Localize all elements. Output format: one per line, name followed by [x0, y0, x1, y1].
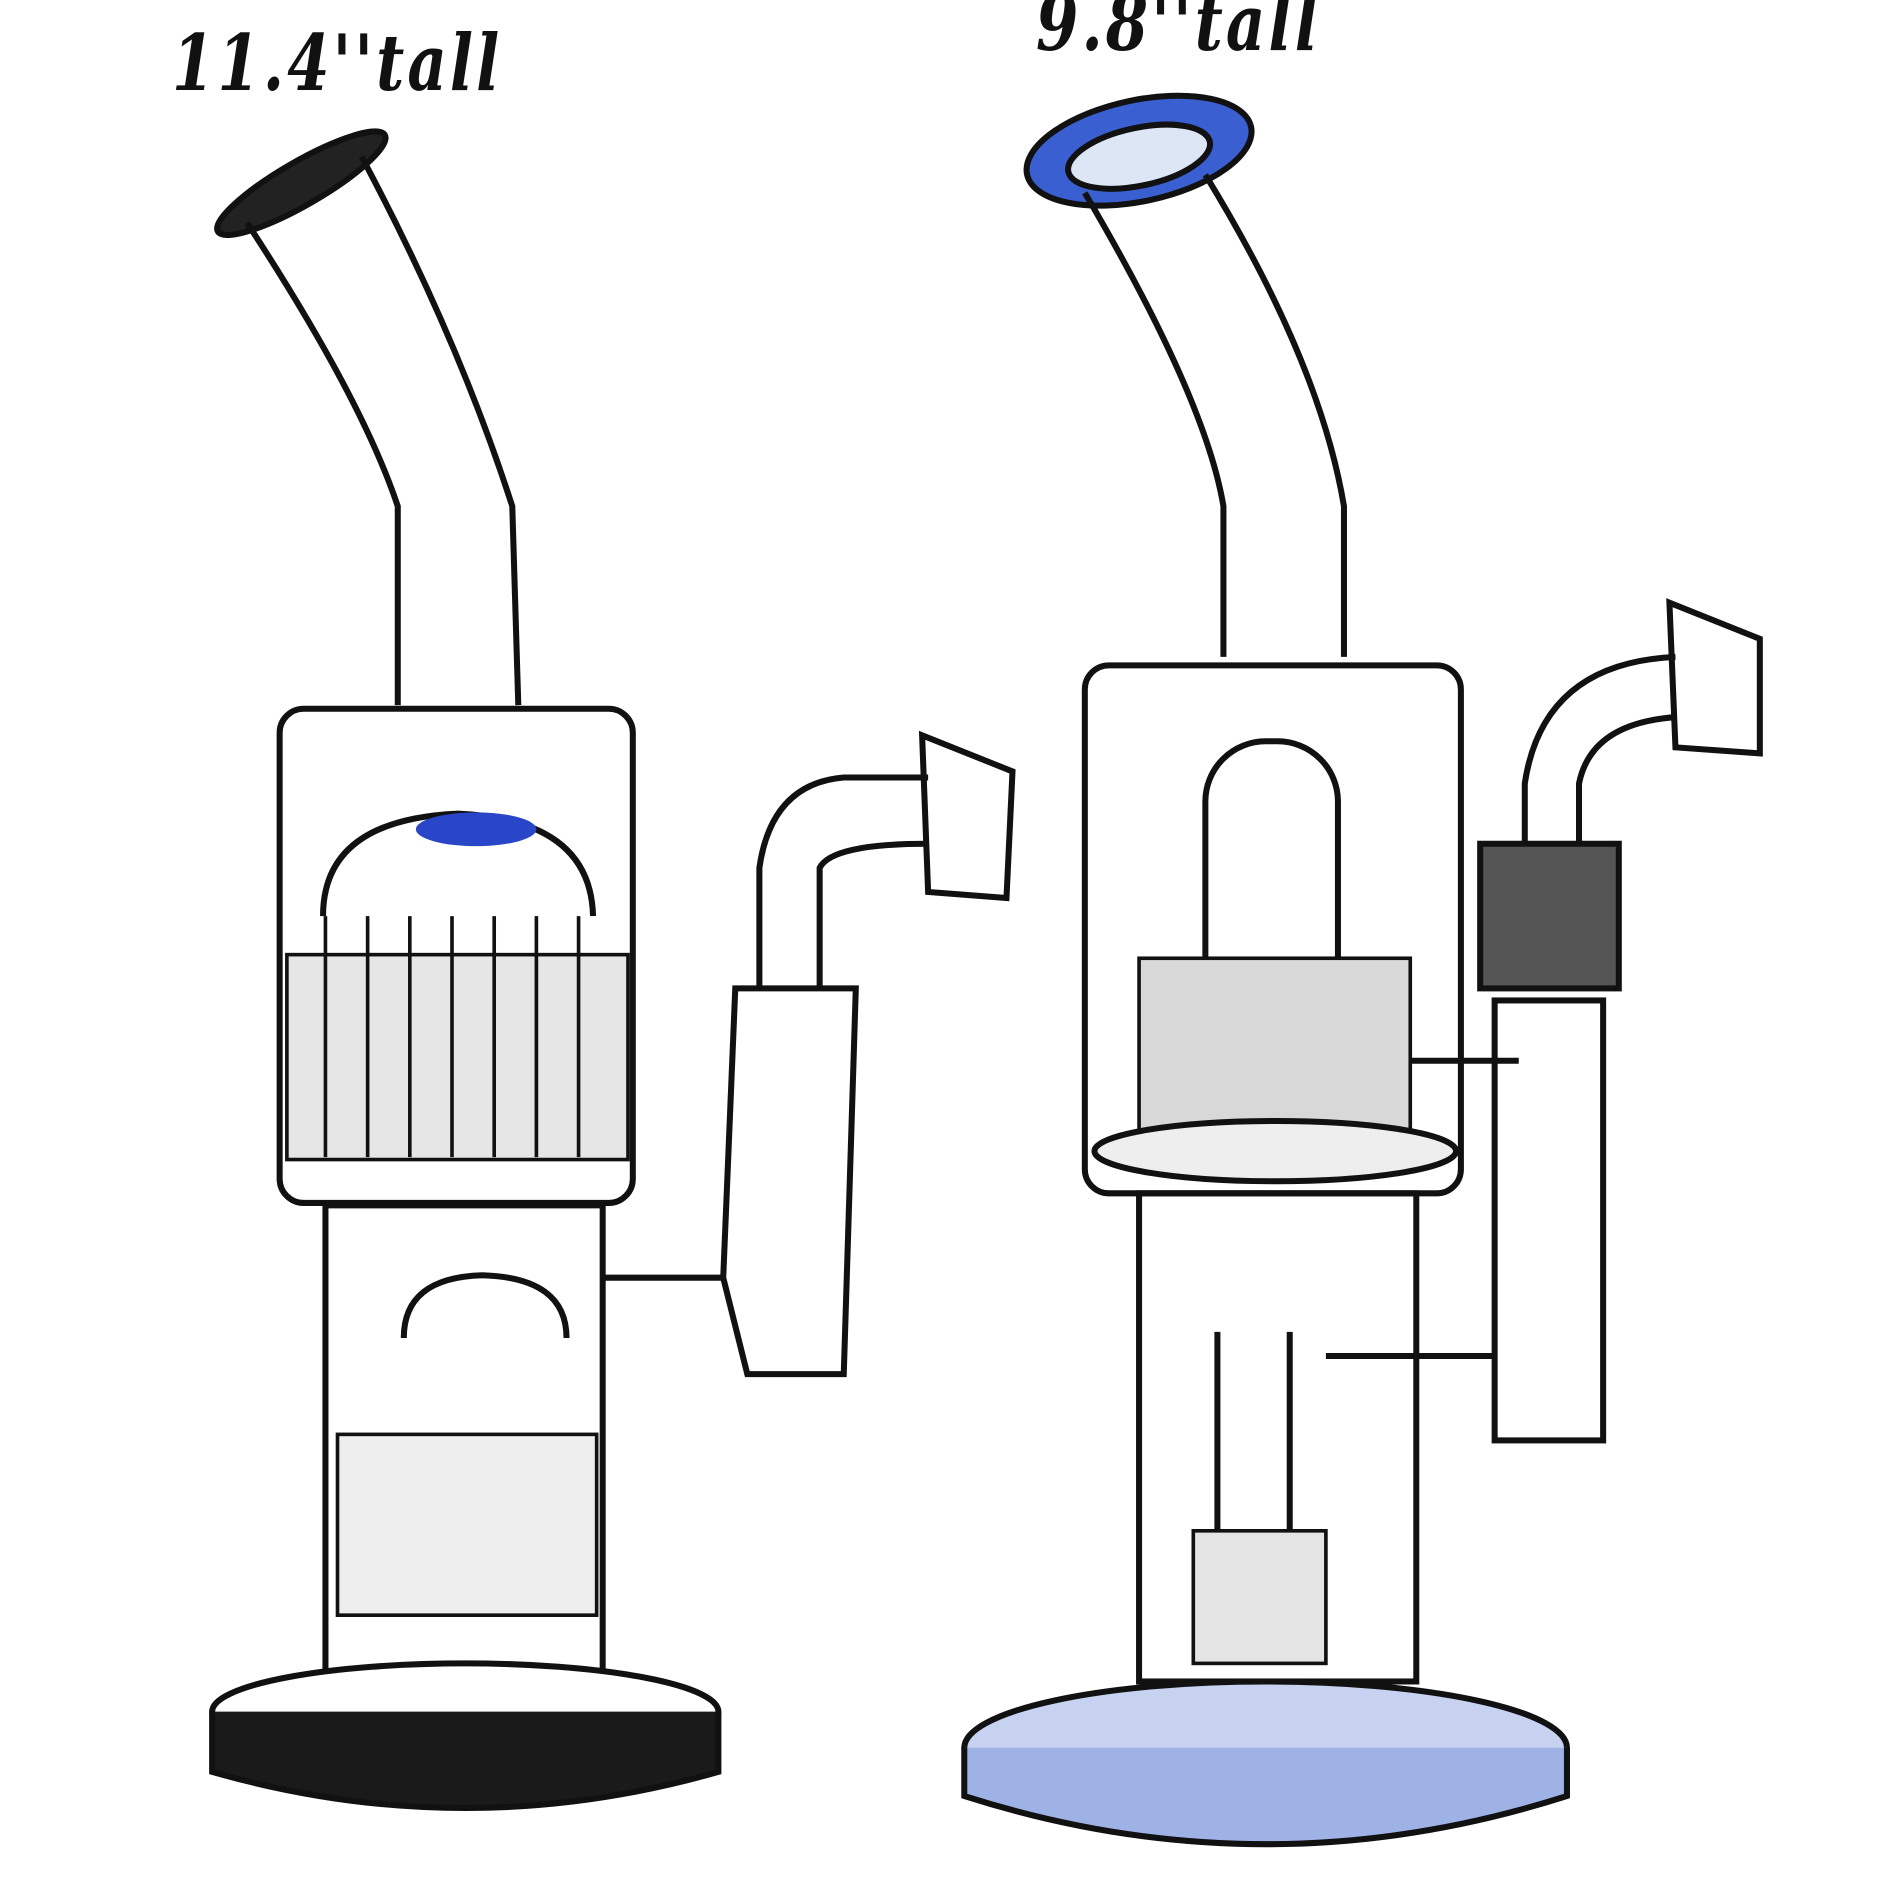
right-height-label: 9.8''tall: [1036, 0, 1321, 69]
right-water-pipe: [961, 92, 1763, 1848]
left-height-label: 11.4''tall: [172, 18, 503, 109]
left-water-pipe: [209, 128, 1016, 1811]
